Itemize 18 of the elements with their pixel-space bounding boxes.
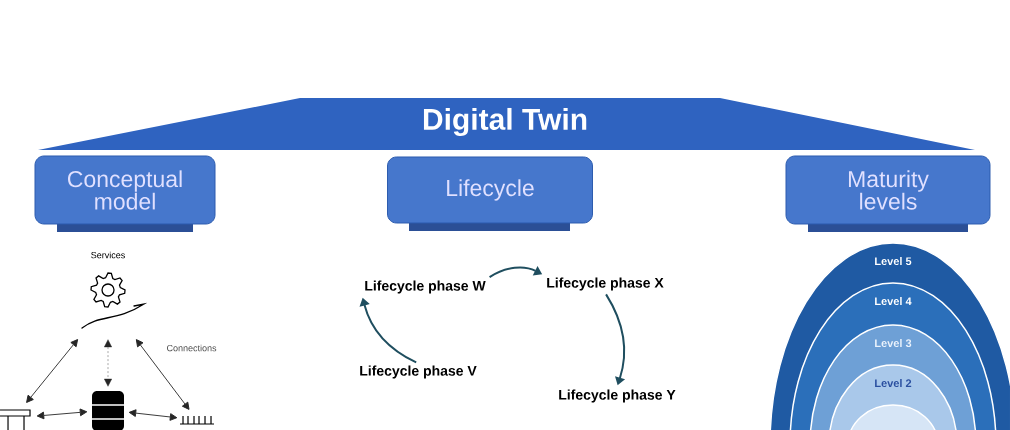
connector	[135, 339, 190, 410]
connections-label: Connections	[167, 344, 217, 352]
phase-label: Lifecycle phase V	[360, 365, 477, 379]
heading-box: Maturity levels	[785, 155, 991, 232]
connector	[36, 408, 88, 420]
icon-caption: Services	[91, 251, 125, 259]
database-icon	[89, 391, 127, 430]
connector	[104, 339, 112, 387]
phase-label: Lifecycle phase X	[547, 277, 664, 291]
connector	[26, 339, 79, 403]
roof-banner: Digital Twin	[38, 98, 975, 150]
heading-box: Conceptual model	[34, 155, 216, 232]
connector	[128, 409, 178, 421]
phase-label: Lifecycle phase W	[365, 280, 486, 294]
sensor-icon	[179, 415, 215, 425]
machine-icon	[0, 409, 31, 430]
phase-label: Lifecycle phase Y	[559, 389, 676, 403]
heading-box: Lifecycle	[387, 156, 593, 231]
